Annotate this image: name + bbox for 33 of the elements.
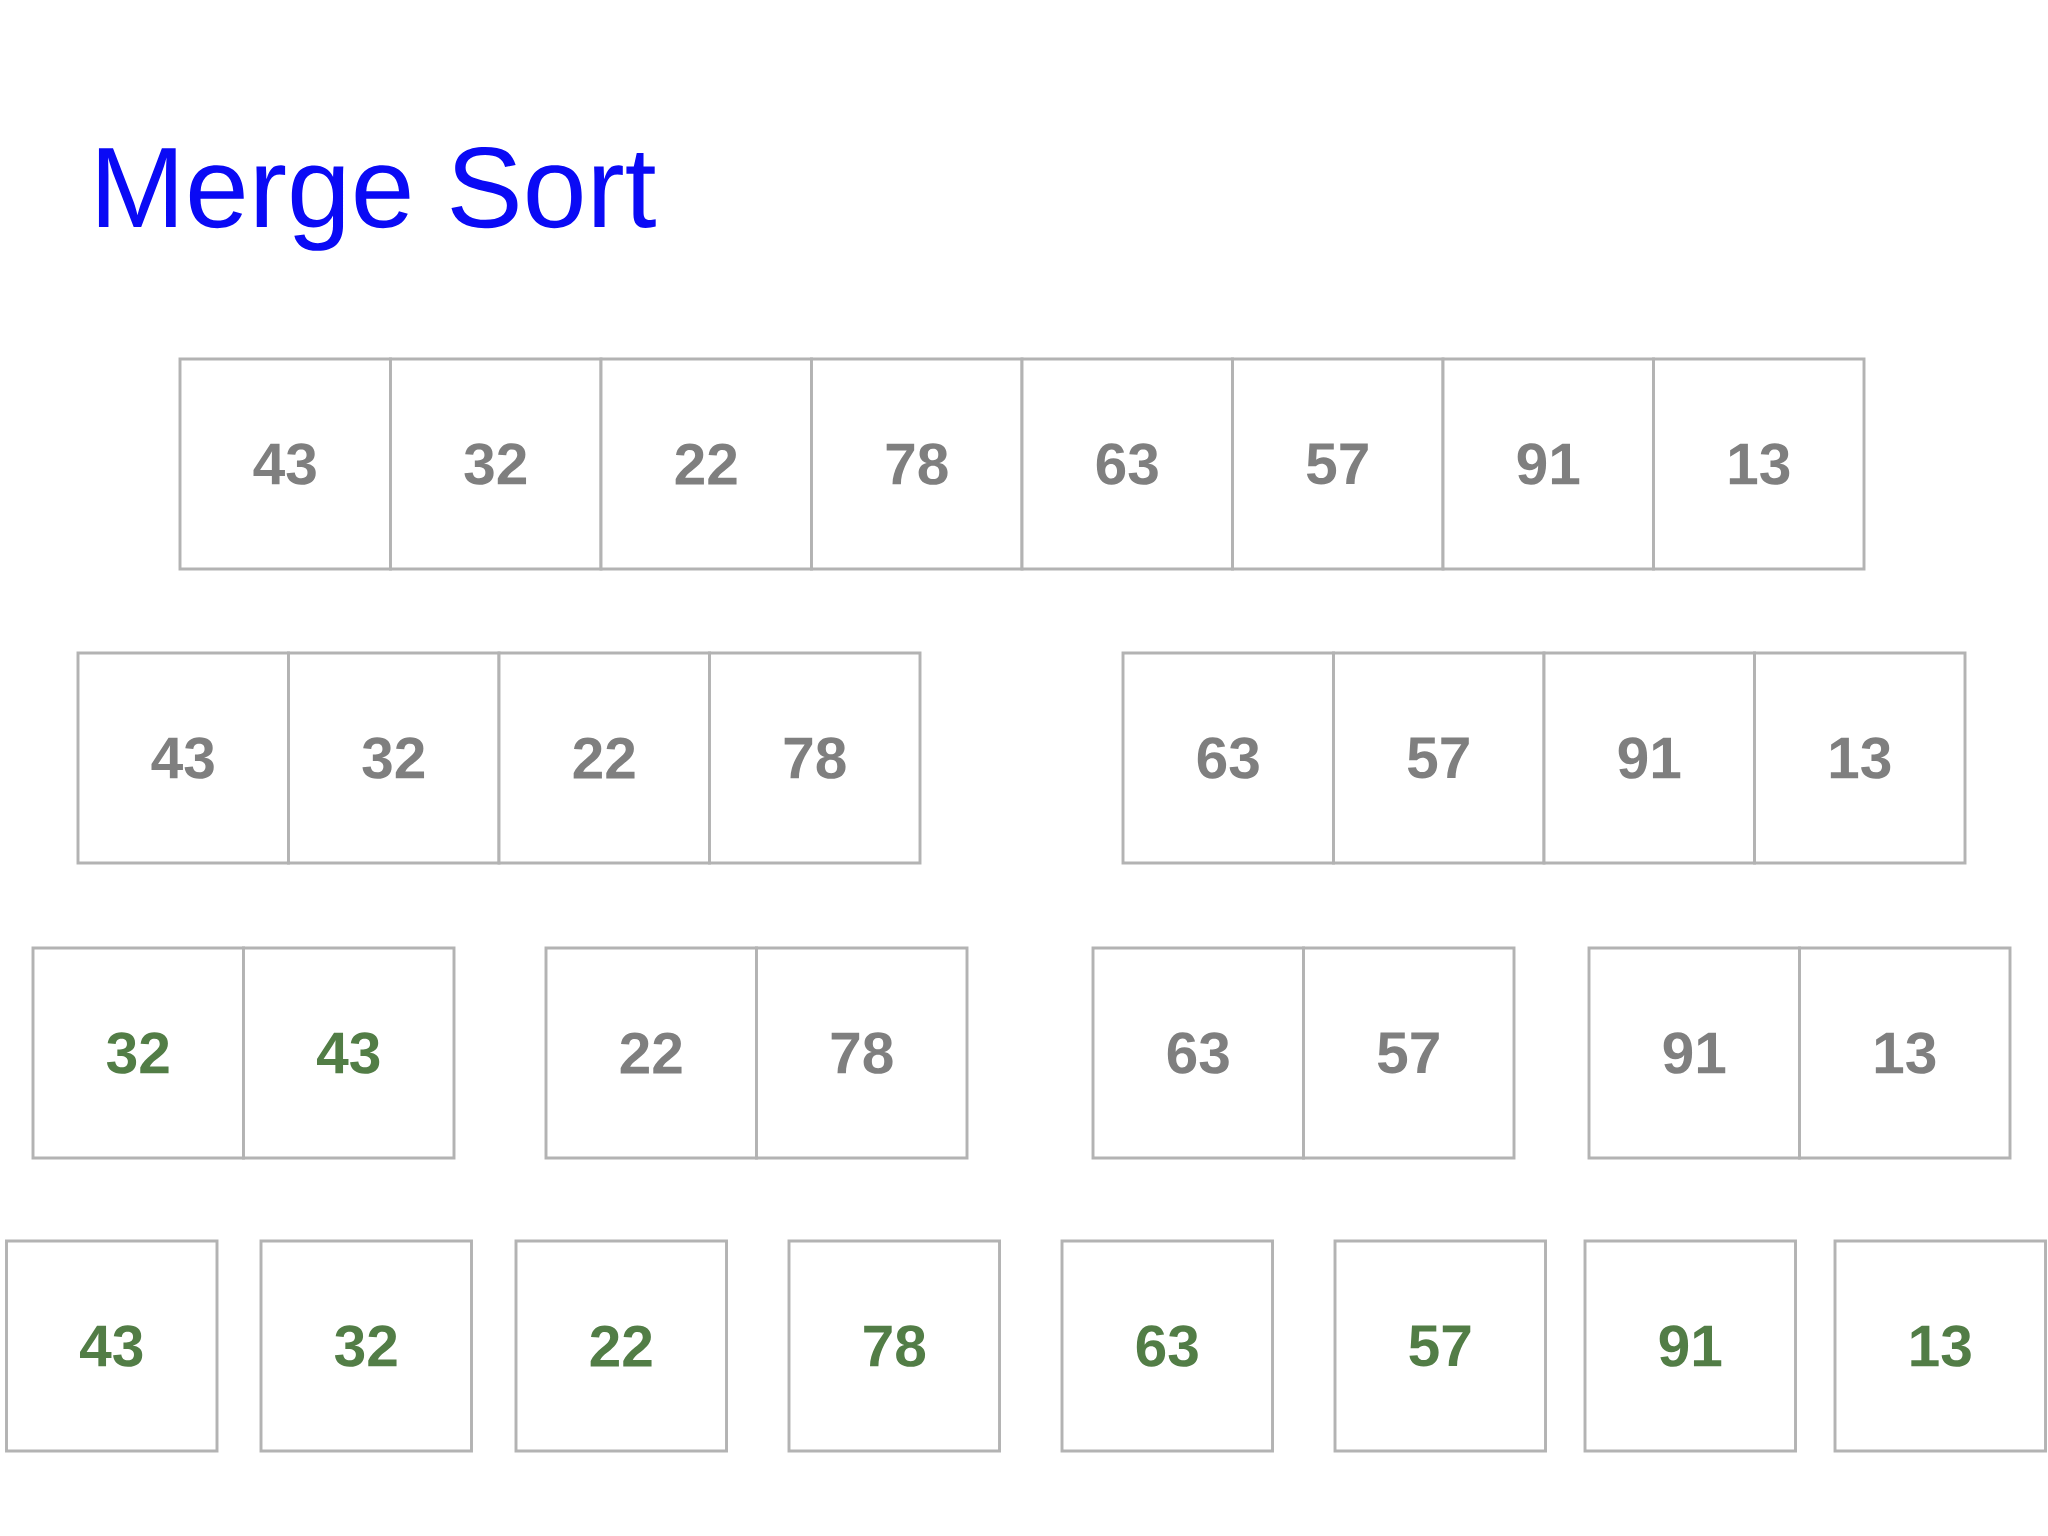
array-cell: 32 (389, 357, 603, 571)
array-cell: 57 (1332, 651, 1546, 865)
array-cell: 91 (1583, 1239, 1797, 1453)
array-cell: 57 (1333, 1239, 1547, 1453)
array-cell: 13 (1753, 651, 1967, 865)
array-cell: 78 (708, 651, 922, 865)
array-cell: 22 (514, 1239, 728, 1453)
array-cell: 43 (242, 946, 456, 1160)
array-cell: 57 (1231, 357, 1445, 571)
array-cell: 43 (178, 357, 392, 571)
array-cell: 91 (1542, 651, 1756, 865)
array-cell: 13 (1652, 357, 1866, 571)
array-cell: 78 (755, 946, 969, 1160)
array-cell: 32 (31, 946, 245, 1160)
array-cell: 78 (810, 357, 1024, 571)
array-cell: 43 (76, 651, 290, 865)
array-cell: 22 (497, 651, 711, 865)
array-cell: 91 (1441, 357, 1655, 571)
array-cell: 22 (599, 357, 813, 571)
array-cell: 63 (1121, 651, 1335, 865)
array-cell: 32 (287, 651, 501, 865)
title: Merge Sort (98, 146, 656, 251)
array-cell: 32 (259, 1239, 473, 1453)
array-cell: 13 (1833, 1239, 2047, 1453)
array-cell: 63 (1091, 946, 1305, 1160)
array-cell: 63 (1020, 357, 1234, 571)
array-cell: 63 (1060, 1239, 1274, 1453)
array-cell: 78 (787, 1239, 1001, 1453)
array-cell: 43 (5, 1239, 219, 1453)
array-cell: 13 (1798, 946, 2012, 1160)
array-cell: 57 (1302, 946, 1516, 1160)
array-cell: 22 (544, 946, 758, 1160)
array-cell: 91 (1587, 946, 1801, 1160)
